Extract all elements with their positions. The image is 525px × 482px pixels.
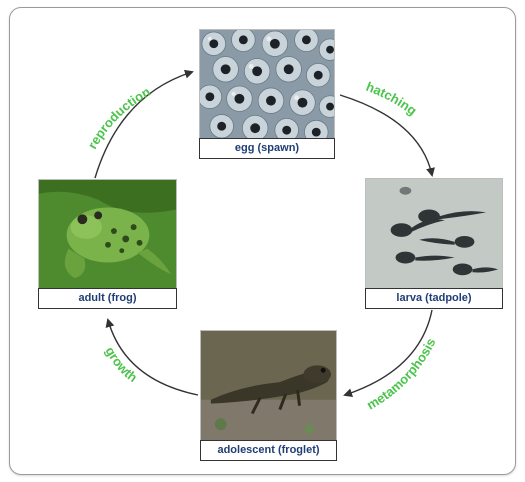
label-reproduction: reproduction xyxy=(85,84,153,152)
label-metamorphosis: metamorphosis xyxy=(364,336,439,413)
larva-tadpole-image xyxy=(365,178,503,289)
label-hatching: hatching xyxy=(364,79,420,119)
adult-frog-image xyxy=(38,179,177,289)
egg-caption: egg (spawn) xyxy=(199,138,335,159)
egg-card: egg (spawn) xyxy=(199,29,335,159)
egg-spawn-image xyxy=(199,29,335,139)
larva-card: larva (tadpole) xyxy=(365,178,503,309)
adult-caption: adult (frog) xyxy=(38,288,177,309)
adult-card: adult (frog) xyxy=(38,179,177,309)
adolescent-card: adolescent (froglet) xyxy=(200,330,337,461)
larva-caption: larva (tadpole) xyxy=(365,288,503,309)
adolescent-caption: adolescent (froglet) xyxy=(200,440,337,461)
adolescent-froglet-image xyxy=(200,330,337,441)
